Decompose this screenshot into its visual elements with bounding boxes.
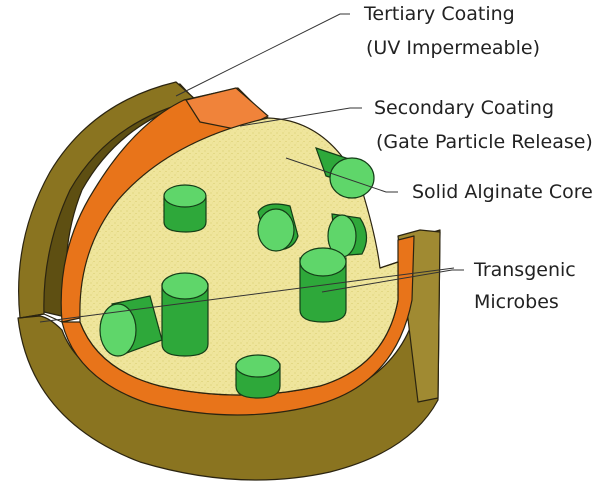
core-label: Solid Alginate Core: [412, 181, 593, 203]
tertiary-label: Tertiary Coating: [363, 3, 515, 25]
microbe-6: [162, 273, 208, 356]
tertiary-leader: [176, 14, 350, 96]
tertiary-sublabel: (UV Impermeable): [366, 37, 540, 59]
microbe-2: [164, 185, 206, 232]
secondary-sublabel: (Gate Particle Release): [376, 131, 593, 153]
microbes-sublabel: Microbes: [474, 291, 559, 313]
microbe-8: [236, 355, 280, 398]
microbes-label: Transgenic: [473, 259, 576, 281]
secondary-label: Secondary Coating: [374, 97, 554, 119]
